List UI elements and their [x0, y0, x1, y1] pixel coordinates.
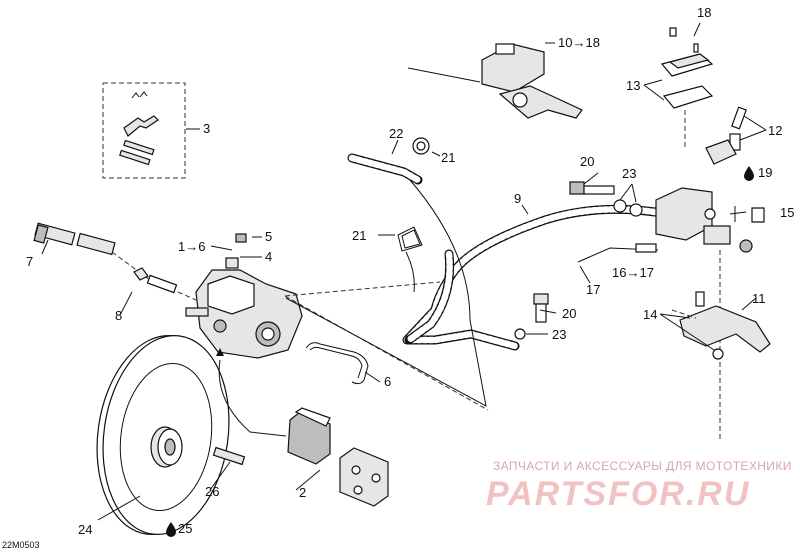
callout-12: 12 — [768, 123, 782, 138]
bleeder-8 — [133, 267, 197, 301]
brake-pads — [287, 407, 389, 507]
callout-25: 25 — [178, 521, 192, 536]
oil-drop-icon — [166, 522, 176, 537]
callout-3: 3 — [203, 121, 210, 136]
callout-26: 26 — [205, 484, 219, 499]
callout-14: 14 — [643, 307, 657, 322]
brake-lever — [671, 291, 771, 360]
callout-labels: 1→6 2 3 4 5 6 7 8 9 10→18 11 12 13 14 15… — [26, 5, 794, 537]
clamp-12 — [705, 106, 747, 165]
callout-24: 24 — [78, 522, 92, 537]
callout-2: 2 — [299, 485, 306, 500]
callout-11: 11 — [752, 291, 766, 306]
callout-20-lower: 20 — [562, 306, 576, 321]
callout-18: 18 — [697, 5, 711, 20]
callout-23-upper: 23 — [622, 166, 636, 181]
callout-9: 9 — [514, 191, 521, 206]
callout-4: 4 — [265, 249, 272, 264]
brake-hoses — [285, 153, 660, 407]
callout-10-18: 10→18 — [558, 35, 600, 50]
watermark-logo-text: PARTSFOR.RU — [486, 475, 750, 513]
clamp-21-top — [412, 137, 430, 155]
leader-lines — [41, 22, 767, 521]
watermark-tagline: ЗАПЧАСТИ И АКСЕССУАРЫ ДЛЯ МОТОТЕХНИКИ — [493, 459, 792, 473]
brake-disc — [96, 334, 230, 536]
diagram-code: 22M0503 — [2, 540, 40, 550]
brake-caliper — [185, 233, 303, 359]
callout-16-17: 16→17 — [612, 265, 654, 280]
fitting-20-lower — [514, 293, 549, 340]
pin-26 — [212, 446, 246, 466]
brake-switch — [577, 207, 765, 263]
callout-1-6: 1→6 — [178, 239, 205, 254]
spring-clip-6 — [305, 342, 369, 385]
master-cylinder-right — [655, 187, 731, 440]
callout-22: 22 — [389, 126, 403, 141]
callout-13: 13 — [626, 78, 640, 93]
callout-15: 15 — [780, 205, 794, 220]
callout-8: 8 — [115, 308, 122, 323]
pin-kit-box — [102, 82, 186, 179]
callout-21-lower: 21 — [352, 228, 366, 243]
caliper-bolts — [33, 222, 151, 281]
oil-drop-icon — [744, 166, 754, 181]
callout-20-upper: 20 — [580, 154, 594, 169]
master-cylinder-top — [407, 43, 583, 119]
watermark: ЗАПЧАСТИ И АКСЕССУАРЫ ДЛЯ МОТОТЕХНИКИ PA… — [486, 459, 792, 513]
callout-7: 7 — [26, 254, 33, 269]
reservoir-cap — [660, 27, 714, 150]
callout-23-lower: 23 — [552, 327, 566, 342]
callout-19: 19 — [758, 165, 772, 180]
callout-6: 6 — [384, 374, 391, 389]
callout-21-upper: 21 — [441, 150, 455, 165]
ring-21 — [397, 226, 423, 293]
callout-17: 17 — [586, 282, 600, 297]
callout-5: 5 — [265, 229, 272, 244]
